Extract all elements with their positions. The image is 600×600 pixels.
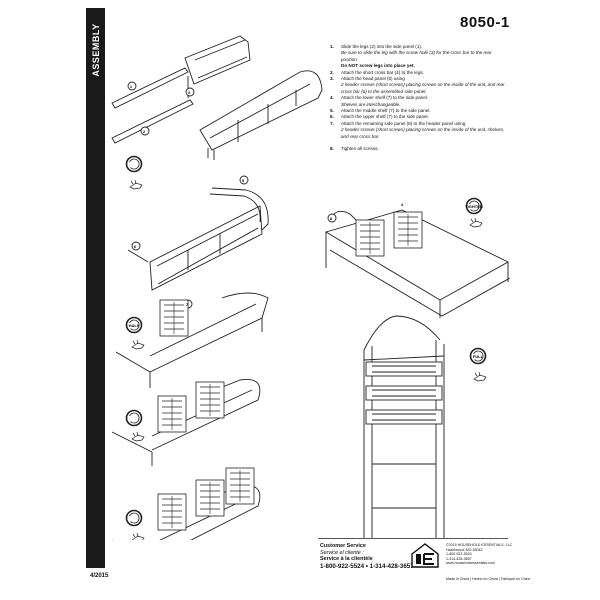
instruction-step: 4.Attach the lower shelf (7) to the side… [330,95,429,107]
part-label-5: 5 [242,178,245,183]
shelf-panel [159,299,189,337]
shelf-panel [225,467,255,505]
step-3-drawing [127,175,269,291]
full-turn-label: FULL [473,354,484,359]
hand-icon [129,179,143,190]
part-label-4: 4 [401,202,404,207]
footer-divider [318,538,508,539]
finished-shelf-drawing [363,315,445,538]
instruction-steps: 1.Slide the legs (2) into the side panel… [330,44,505,153]
instruction-step: 7.Attach the remaining side panel (8) to… [330,120,505,139]
assembly-diagrams: 1 2 3 6 5 7 HALF [111,35,510,540]
shelf-panel [195,479,225,517]
made-in-note: Made in China | Hecho en China | Fabriqu… [446,577,531,581]
part-label-7: 7 [186,302,189,307]
customer-service-fr: Service el cliente : [320,549,364,556]
part-label-1: 1 [130,84,133,89]
step-2-drawing [199,70,323,160]
shelf-panel [157,493,187,531]
tighten-icon [125,509,143,527]
house-logo-icon [411,543,439,568]
hand-icon [131,431,145,442]
instruction-step: 1.Slide the legs (2) into the side panel… [330,44,492,69]
step-4-drawing [115,292,269,388]
hand-icon [131,532,145,540]
customer-service-block: Customer Service Service el cliente : Se… [320,543,414,570]
part-label-2: 2 [143,129,146,134]
instruction-step: 2.Attach the short cross bar (4) to the … [330,69,424,75]
document-date: 4/2015 [90,573,109,579]
instruction-step: 5.Attach the middle shelf (7) to the sid… [330,108,431,114]
step-1-drawing [111,35,251,144]
side-bar [86,8,105,568]
half-turn-label: HALF [129,323,140,328]
instruction-step-final: 8.Tighten all screws. [330,146,379,152]
customer-service-es: Service à la clientèle [320,556,373,563]
company-info: ©2015 HOUSEHOLD ESSENTIALS, LLC Hazelwoo… [446,543,513,566]
instruction-step: 6.Attach the upper shelf (7) to the side… [330,114,429,120]
tighten-icon [125,155,143,173]
customer-service-title: Customer Service [320,543,366,549]
hand-icon [473,371,487,382]
part-label-8: 8 [330,216,333,221]
part-label-3: 3 [188,90,191,95]
tighten-icon [125,409,143,427]
part-label-6: 6 [134,244,137,249]
section-label-text: ASSEMBLY [90,23,101,77]
hand-icon [469,217,483,228]
tighten-label: TIGHTEN [465,204,483,209]
customer-service-phones: 1-800-922-5524 • 1-314-428-3657 [320,562,414,570]
hand-icon [131,339,145,350]
model-number: 8050-1 [460,14,510,31]
shelf-panel [355,219,385,257]
shelf-panel [393,211,423,249]
shelf-panel [157,395,187,433]
shelf-panel [195,381,225,419]
